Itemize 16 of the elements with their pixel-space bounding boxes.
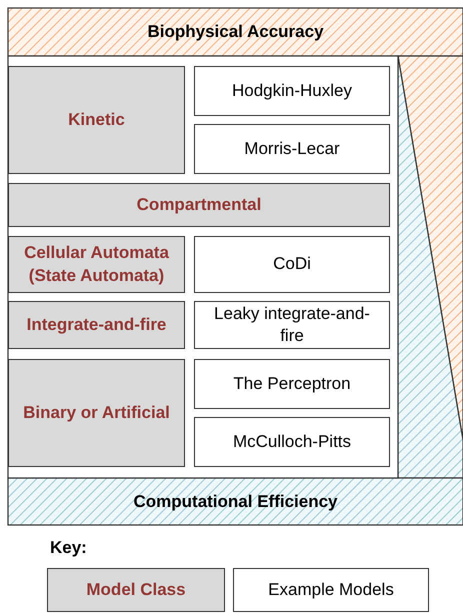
example-model-box: Leaky integrate-and-fire <box>194 301 390 349</box>
legend-label: Model Class <box>86 578 186 601</box>
band-heading: Computational Efficiency <box>8 478 463 526</box>
model-class-box: Cellular Automata (State Automata) <box>8 236 185 293</box>
example-model-box: Morris-Lecar <box>194 124 390 174</box>
key-heading: Key: <box>50 536 87 559</box>
example-model-box: Hodgkin-Huxley <box>194 66 390 116</box>
band-heading: Biophysical Accuracy <box>8 8 463 56</box>
model-class-box: Integrate-and-fire <box>8 301 185 349</box>
example-model-box: The Perceptron <box>194 359 390 409</box>
model-class-box: Kinetic <box>8 66 185 174</box>
legend-label: Example Models <box>268 578 394 601</box>
example-model-box: CoDi <box>194 236 390 293</box>
model-class-box: Binary or Artificial <box>8 359 185 467</box>
example-model-box: McCulloch-Pitts <box>194 417 390 467</box>
model-class-box: Compartmental <box>8 183 390 227</box>
